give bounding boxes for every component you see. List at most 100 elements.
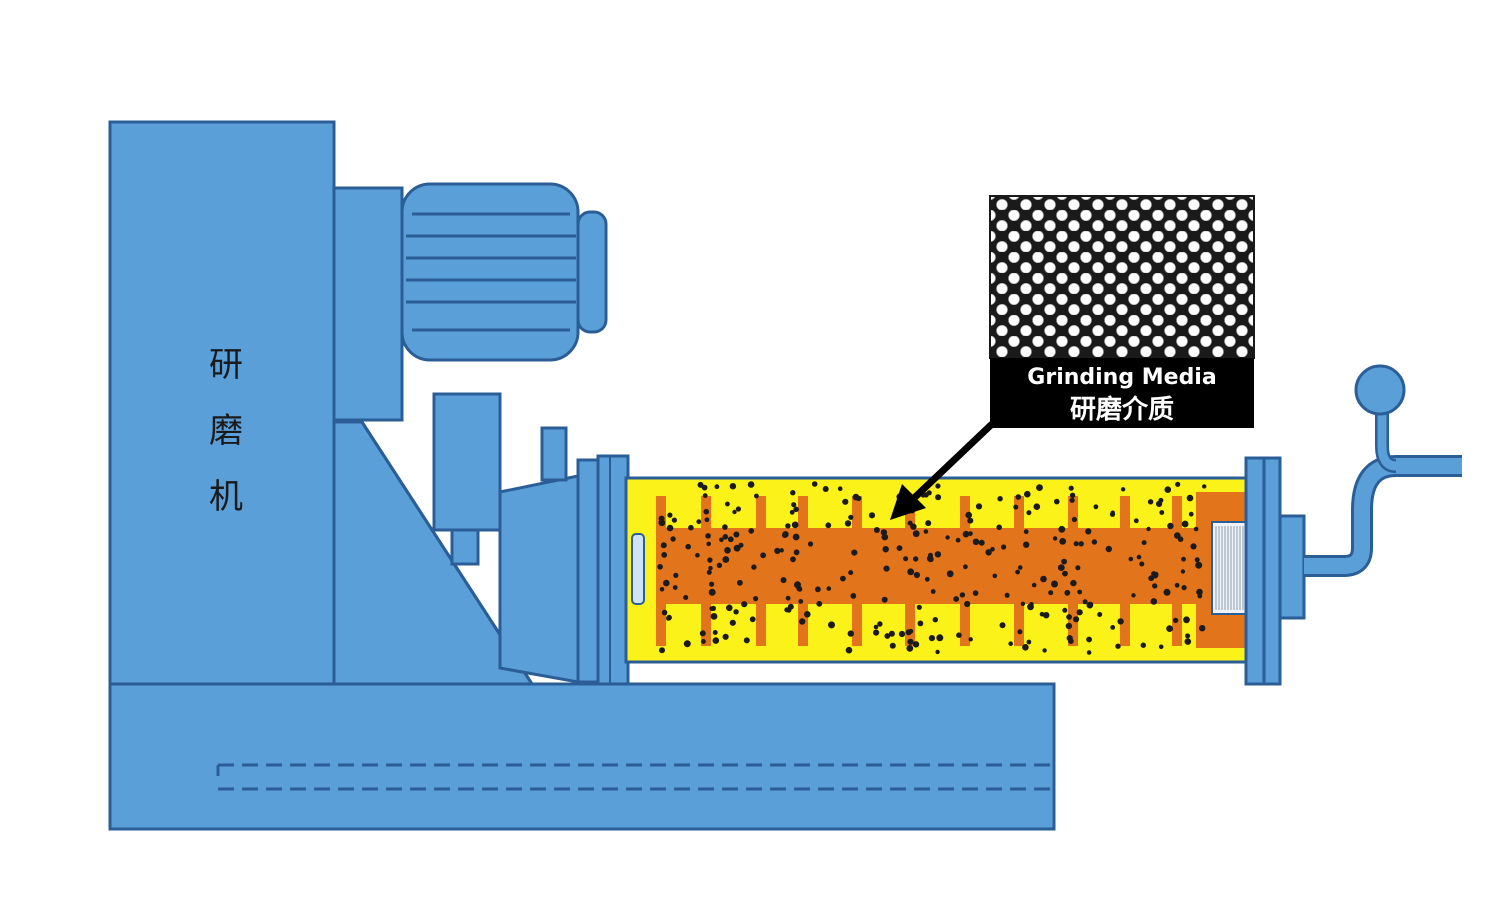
- grinding-media-bead: [968, 637, 973, 642]
- grinding-media-bead: [953, 596, 960, 602]
- grinding-media-bead: [1015, 494, 1022, 500]
- grinding-media-bead: [912, 641, 920, 648]
- grinding-media-bead: [688, 524, 694, 531]
- grinding-media-bead: [727, 536, 734, 543]
- grinding-media-bead: [785, 595, 791, 601]
- grinding-media-bead: [907, 520, 913, 526]
- grinding-media-bead: [725, 501, 730, 507]
- grinding-media-bead: [965, 511, 972, 519]
- grinding-media-bead: [1186, 494, 1194, 502]
- grinding-media-bead: [842, 498, 849, 505]
- grinding-media-bead: [792, 533, 800, 541]
- grinding-media-bead: [1062, 570, 1068, 577]
- grinding-media-bead: [789, 509, 795, 515]
- grinding-media-bead: [1070, 579, 1077, 587]
- grinding-media-bead: [741, 601, 748, 608]
- grinding-media-bead: [1054, 498, 1060, 505]
- grinding-media-bead: [724, 547, 731, 554]
- grinding-media-bead: [1193, 526, 1199, 532]
- grinding-media-bead: [925, 520, 932, 527]
- grinding-media-bead: [923, 529, 929, 534]
- grinding-media-bead: [935, 649, 940, 655]
- grinding-media-bead: [956, 632, 962, 638]
- left-flange: [576, 454, 630, 686]
- grinding-media-bead: [1031, 582, 1037, 588]
- grinding-media-bead: [996, 524, 1002, 531]
- grinding-media-bead: [1146, 526, 1151, 532]
- grinding-media-bead: [659, 647, 665, 654]
- grinding-media-bead: [737, 579, 743, 586]
- grinding-media-bead: [706, 541, 711, 547]
- grinding-media-bead: [907, 638, 914, 645]
- grinding-media-bead: [898, 630, 906, 638]
- grinding-media-bead: [1164, 486, 1172, 494]
- grinding-media-bead: [999, 622, 1006, 629]
- grinding-media-bead: [785, 523, 791, 529]
- grinding-media-bead: [828, 621, 835, 629]
- grinding-media-bead: [700, 639, 706, 644]
- grinding-media-bead: [1015, 569, 1020, 575]
- grinding-media-bead: [685, 543, 691, 550]
- grinding-media-bead: [837, 486, 843, 492]
- grinding-media-dots: [657, 481, 1207, 655]
- grinding-media-bead: [1073, 541, 1079, 547]
- grinding-media-bead: [733, 609, 739, 615]
- grinding-media-bead: [1069, 497, 1075, 503]
- grinding-media-bead: [962, 530, 970, 538]
- grinding-media-bead: [666, 524, 674, 532]
- grinding-media-bead: [804, 611, 811, 618]
- grinding-media-bead: [1017, 629, 1023, 635]
- grinding-media-bead: [1147, 499, 1154, 505]
- grinding-media-bead: [1075, 565, 1081, 571]
- grinding-media-bead: [1166, 625, 1173, 632]
- grinding-media-bead: [1181, 556, 1186, 562]
- grinding-media-bead: [1152, 583, 1158, 589]
- grinding-media-bead: [1199, 625, 1206, 632]
- grinding-media-bead: [732, 509, 737, 515]
- grinding-media-bead: [1086, 601, 1094, 609]
- grinding-media-bead: [955, 537, 961, 543]
- grinding-media-bead: [1066, 614, 1072, 620]
- grinding-media-bead: [972, 590, 979, 596]
- grinding-media-bead: [1076, 609, 1083, 616]
- grinding-media-bead: [754, 493, 759, 499]
- grinding-media-bead: [790, 556, 796, 563]
- grinding-media-bead: [910, 523, 917, 530]
- grinding-media-bead: [714, 484, 720, 490]
- grinding-media-bead: [883, 565, 890, 572]
- grinding-media-bead: [1172, 617, 1179, 624]
- grinding-media-bead: [975, 503, 983, 510]
- grinding-media-bead: [873, 629, 880, 636]
- grinding-media-bead: [729, 483, 737, 490]
- grinding-media-bead: [963, 564, 968, 570]
- grinding-media-bead: [1180, 569, 1186, 574]
- grinding-media-bead: [661, 552, 668, 558]
- grinding-media-bead: [1163, 588, 1171, 596]
- grinding-media-callout: Grinding Media 研磨介质: [989, 195, 1255, 428]
- grinding-media-bead: [903, 556, 909, 562]
- control-box: [432, 392, 502, 566]
- grinding-media-bead: [703, 508, 710, 515]
- callout-arrow-icon: [890, 421, 995, 520]
- machine-label: 研 磨 机: [209, 345, 243, 517]
- grinding-media-bead: [659, 587, 665, 592]
- grinding-media-bead: [1059, 538, 1067, 545]
- grinding-media-bead: [1004, 592, 1010, 598]
- grinding-media-bead: [1078, 541, 1084, 547]
- grinding-media-bead: [1065, 622, 1073, 630]
- grinding-media-bead: [868, 512, 876, 519]
- grinding-media-bead: [707, 557, 713, 563]
- grinding-media-bead: [799, 618, 806, 625]
- grinding-media-bead: [816, 600, 823, 607]
- grinding-media-bead: [726, 604, 733, 612]
- grinding-media-bead: [844, 520, 852, 527]
- grinding-media-bead: [1073, 616, 1080, 623]
- grinding-media-bead: [1120, 487, 1126, 492]
- grinding-media-bead: [696, 519, 702, 525]
- grinding-media-bead: [670, 536, 676, 542]
- grinding-media-bead: [1043, 612, 1050, 619]
- grinding-media-bead: [1158, 644, 1164, 650]
- grinding-media-bead: [845, 646, 853, 654]
- machine-base: [108, 682, 1056, 831]
